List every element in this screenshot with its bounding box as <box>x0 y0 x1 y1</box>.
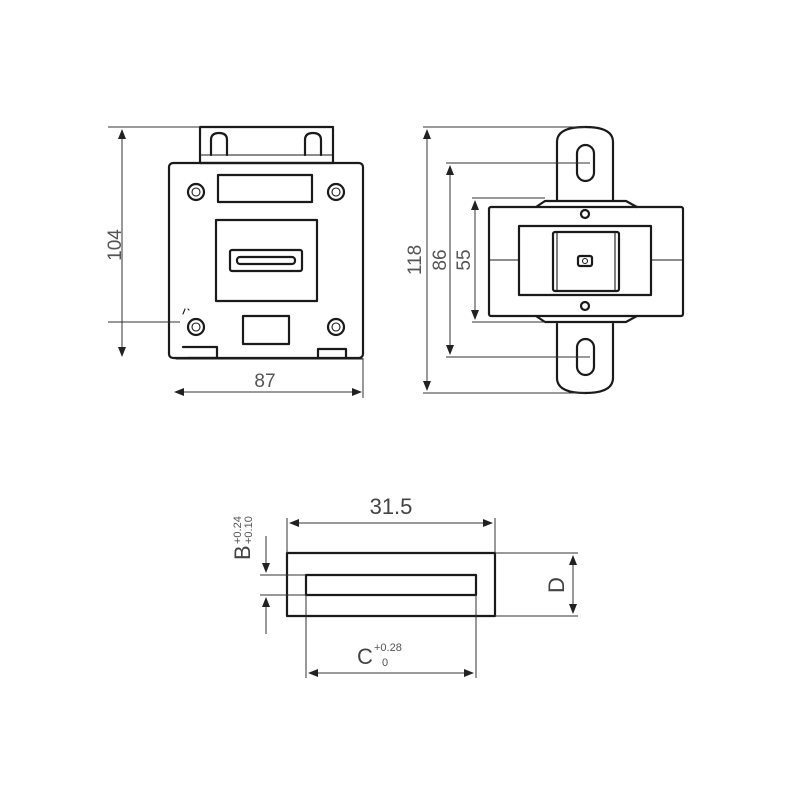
window-opening <box>304 573 478 597</box>
center-block <box>551 230 621 293</box>
nameplate <box>216 173 314 204</box>
side-body <box>487 205 685 318</box>
dim-opening-height: B +0.24 +0.10 <box>230 516 255 560</box>
dim-depth: D <box>544 577 569 593</box>
dim-height-104: 104 <box>105 229 126 261</box>
svg-text:+0.24: +0.24 <box>232 516 244 544</box>
pin-icon <box>579 300 591 312</box>
main-body <box>167 161 365 360</box>
right-foot <box>316 347 348 360</box>
dim-body-55: 55 <box>454 249 475 270</box>
left-foot <box>181 345 219 360</box>
center-bolt-icon <box>576 254 594 268</box>
top-bracket <box>198 125 335 165</box>
screw-icon <box>326 317 346 337</box>
front-view: 104 87 <box>105 125 365 398</box>
dim-pitch-86: 86 <box>430 249 451 270</box>
busbar-slot-outer <box>228 248 304 273</box>
svg-text:C: C <box>357 644 373 669</box>
svg-text:0: 0 <box>382 657 388 669</box>
svg-text:+0.10: +0.10 <box>243 516 255 544</box>
ground-mark-icon <box>182 308 190 315</box>
inner-frame <box>517 224 653 297</box>
svg-text:B: B <box>230 545 255 560</box>
dim-opening-width: C +0.28 0 <box>357 642 402 669</box>
screw-icon <box>186 317 206 337</box>
svg-text:+0.28: +0.28 <box>374 642 402 654</box>
dim-width-87: 87 <box>254 371 275 392</box>
window-outer <box>285 551 497 618</box>
terminal-label <box>241 314 291 346</box>
side-view: 118 86 55 <box>405 125 685 395</box>
screw-icon <box>186 182 206 202</box>
center-window <box>214 218 319 303</box>
dim-height-118: 118 <box>405 245 426 275</box>
dim-outer-width: 31.5 <box>370 494 413 519</box>
screw-icon <box>326 182 346 202</box>
busbar-slot-inner <box>235 255 297 266</box>
busbar-window-detail: 31.5 B +0.24 +0.10 C +0.28 0 D <box>230 494 578 678</box>
bottom-tab <box>555 322 615 395</box>
pin-icon <box>579 208 591 220</box>
